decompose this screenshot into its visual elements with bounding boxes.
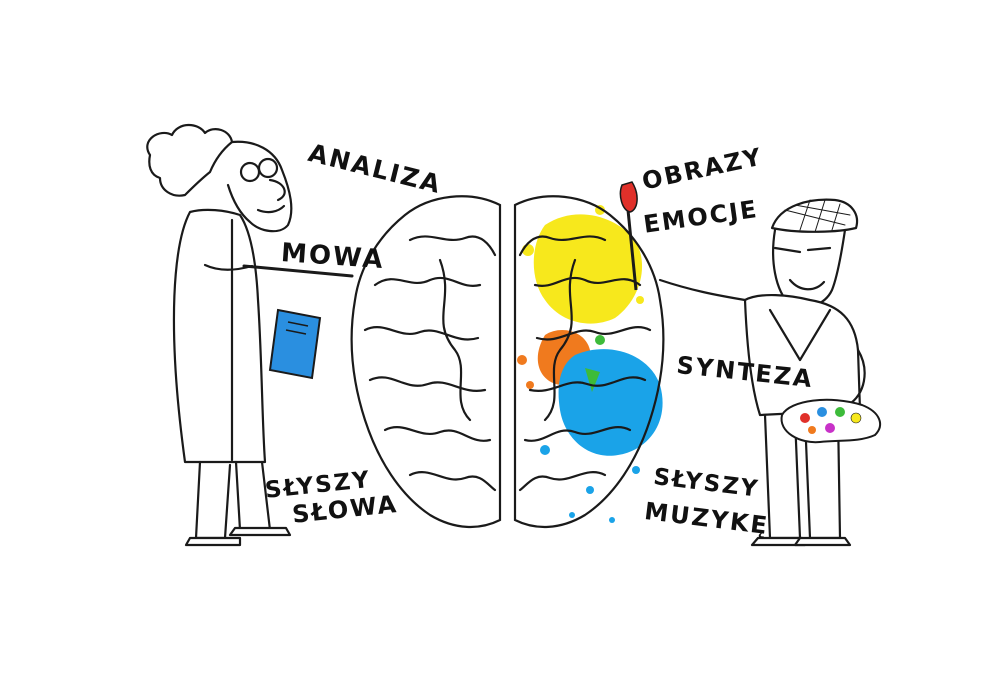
label-mowa: MOWA — [280, 238, 386, 276]
brain-illustration — [350, 195, 665, 529]
scientist-figure — [146, 123, 354, 547]
paint-splash — [517, 205, 663, 523]
artist-figure — [658, 198, 866, 547]
notebook-icon — [268, 308, 322, 380]
paintbrush-icon — [619, 181, 638, 291]
palette-icon — [780, 398, 882, 444]
